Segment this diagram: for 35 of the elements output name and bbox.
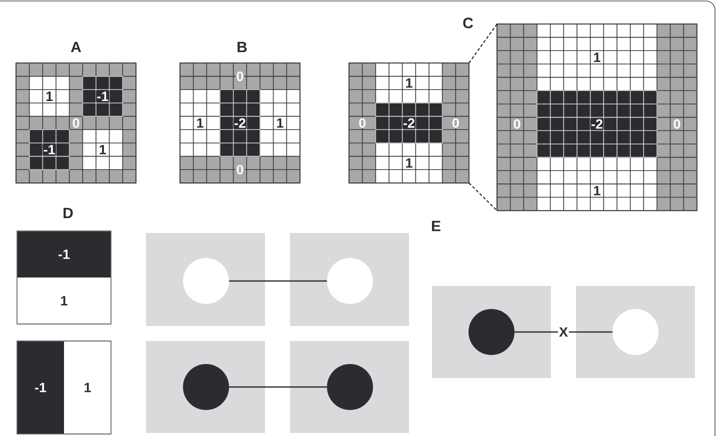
cell-value: 0 (512, 118, 522, 130)
connector-line (229, 386, 327, 388)
cell-value: -1 (42, 144, 56, 155)
circle (612, 309, 658, 355)
cell-value: 0 (236, 70, 244, 82)
cell-value: 1 (276, 118, 284, 128)
cell-value: 1 (196, 118, 204, 128)
cell-value: 1 (84, 382, 91, 392)
cell-value: 0 (72, 118, 80, 128)
dashed-line (468, 182, 498, 211)
circle (183, 364, 229, 410)
panel-letter: C (463, 18, 473, 28)
cell-value: 1 (61, 296, 68, 306)
cell-value: 1 (592, 185, 602, 196)
circle (468, 309, 514, 355)
panel-letter: D (64, 208, 73, 218)
cell-value: -1 (96, 91, 110, 102)
edge-label: X (558, 326, 569, 338)
circle (183, 258, 229, 304)
connector-line (229, 280, 327, 282)
cell-value: 1 (404, 78, 414, 88)
cell-value: -2 (590, 118, 604, 130)
filled-half: -1 (17, 341, 64, 434)
connector-line (514, 331, 612, 333)
cell-value: 1 (592, 52, 602, 63)
cell-value: -2 (402, 118, 416, 128)
circle (327, 258, 373, 304)
cell-value: 0 (672, 118, 682, 130)
cell-value: 0 (236, 164, 244, 176)
panel-letter: E (432, 220, 440, 232)
circle (327, 364, 373, 410)
cell-value: 1 (404, 158, 414, 168)
dashed-line (468, 24, 498, 64)
cell-value: -2 (233, 118, 247, 128)
filled-half: -1 (17, 231, 111, 278)
